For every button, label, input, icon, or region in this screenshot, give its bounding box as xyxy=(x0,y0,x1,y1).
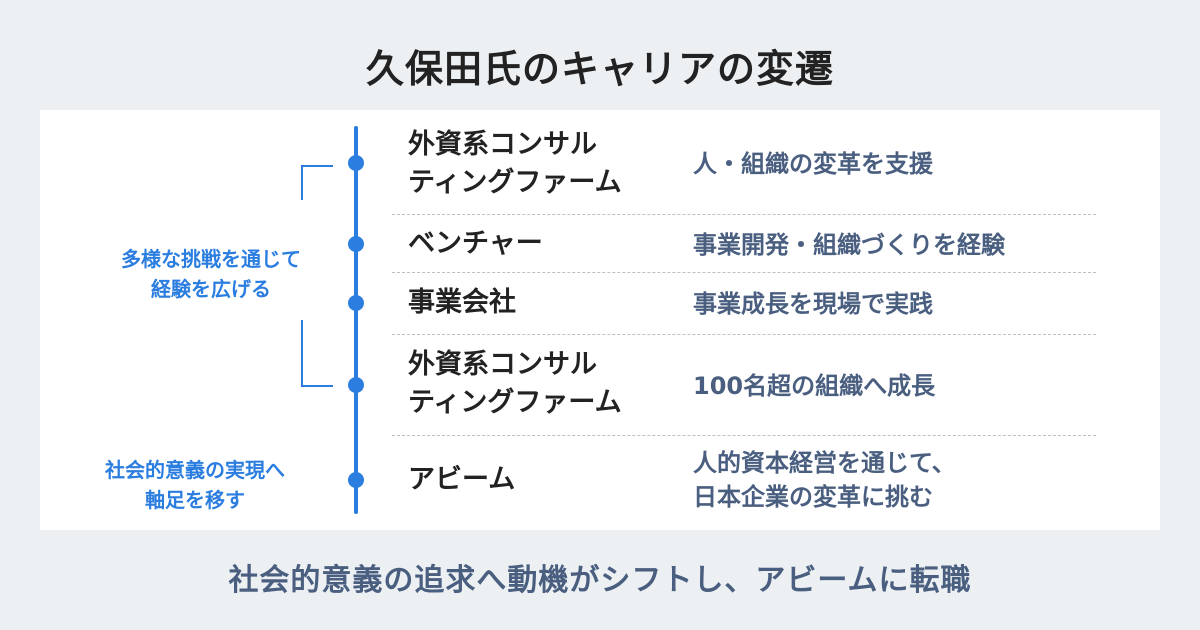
stage-description: 100名超の組織へ成長 xyxy=(693,372,936,400)
stage-description: 人・組織の変革を支援 xyxy=(693,150,933,178)
timeline-dot xyxy=(348,472,364,488)
career-timeline-card: 多様な挑戦を通じて 経験を広げる 社会的意義の実現へ 軸足を移す 外資系コンサル… xyxy=(40,110,1160,530)
timeline-dot xyxy=(348,295,364,311)
row-divider xyxy=(392,334,1096,335)
stage-name: 外資系コンサル ティングファーム xyxy=(408,129,622,198)
group-label-social-purpose: 社会的意義の実現へ 軸足を移す xyxy=(105,458,285,512)
row-divider xyxy=(392,435,1096,436)
timeline-dot xyxy=(348,236,364,252)
summary-caption: 社会的意義の追求へ動機がシフトし、アビームに転職 xyxy=(228,563,972,598)
row-divider xyxy=(392,214,1096,215)
stage-description: 人的資本経営を通じて、 日本企業の変革に挑む xyxy=(693,449,956,511)
stage-description: 事業成長を現場で実践 xyxy=(693,290,933,318)
stage-name: ベンチャー xyxy=(408,228,543,259)
group-label-experience: 多様な挑戦を通じて 経験を広げる xyxy=(121,247,301,301)
page-title: 久保田氏のキャリアの変遷 xyxy=(365,47,834,91)
timeline-line xyxy=(354,126,358,514)
timeline-dot xyxy=(348,377,364,393)
stage-description: 事業開発・組織づくりを経験 xyxy=(693,231,1005,259)
row-divider xyxy=(392,272,1096,273)
stage-name: 外資系コンサル ティングファーム xyxy=(408,349,622,418)
timeline-dot xyxy=(348,155,364,171)
stage-name: 事業会社 xyxy=(408,287,516,318)
stage-name: アビーム xyxy=(408,464,516,495)
